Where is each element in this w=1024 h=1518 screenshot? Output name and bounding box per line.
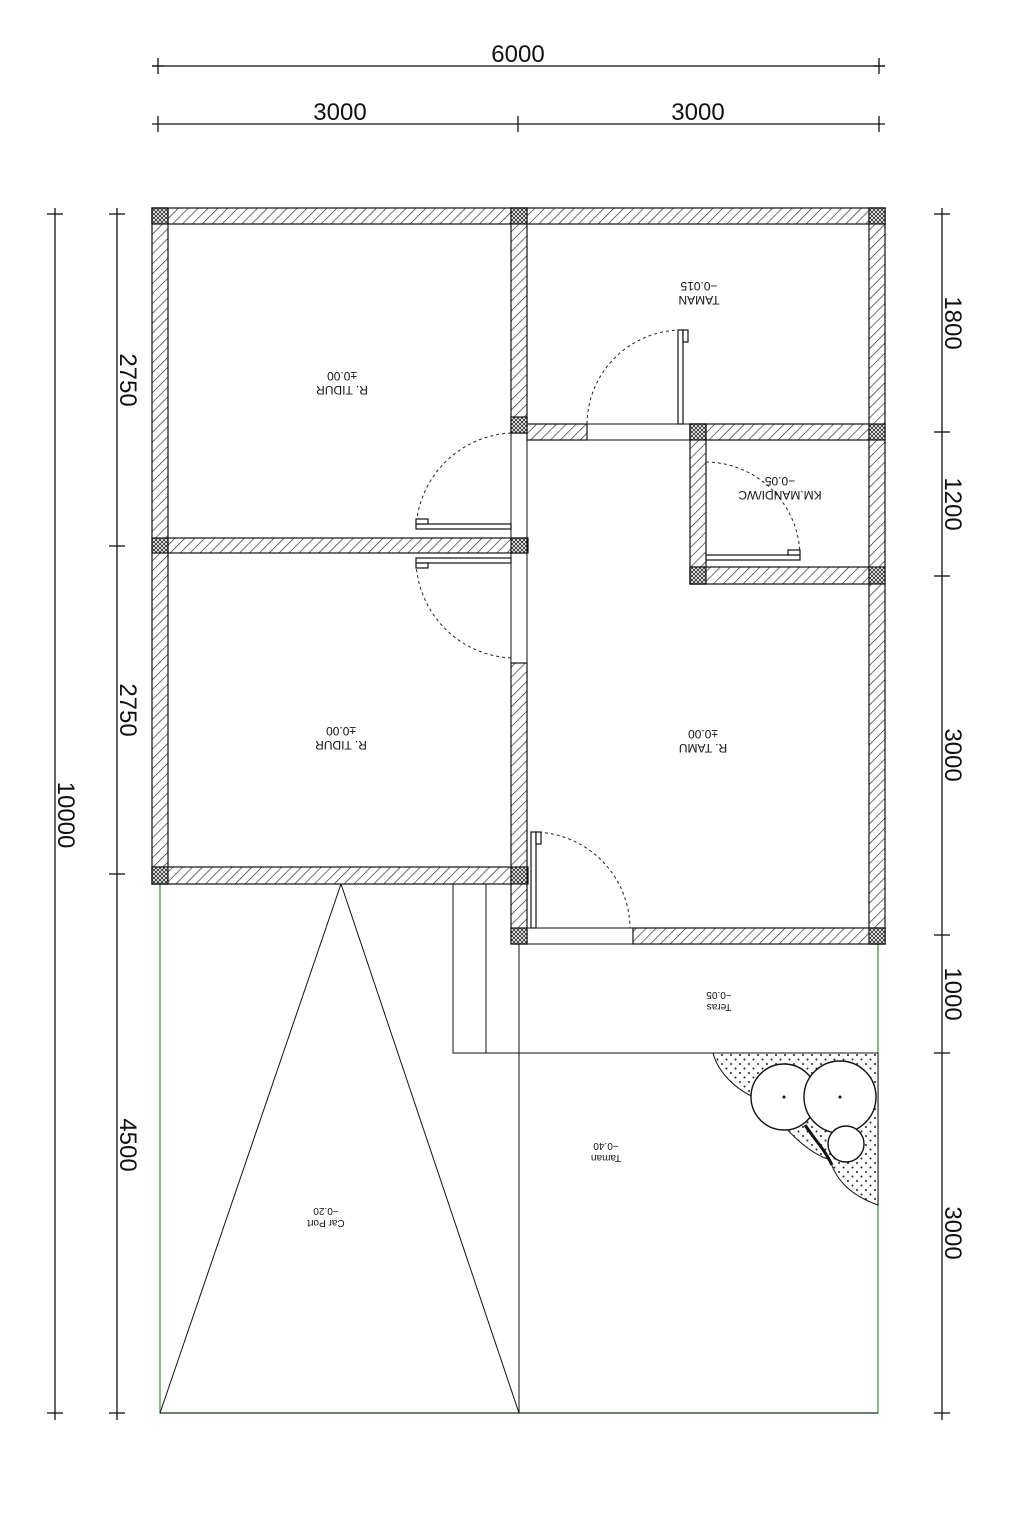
door-main-entrance [530, 831, 631, 929]
left-dimensions: 10000 2750 2750 4500 [47, 208, 141, 1420]
room-label-taman-bottom: Taman −0.40 [591, 1140, 621, 1163]
dim-right-3: 3000 [939, 728, 966, 781]
carport-outline [159, 882, 878, 1414]
room-name: KM.MANDI/WC [738, 488, 822, 502]
shrub-group [712, 1052, 879, 1206]
room-level: −0.20 [313, 1205, 339, 1216]
dim-left-lower: 4500 [114, 1118, 141, 1171]
dim-left-total: 10000 [52, 782, 79, 849]
room-level: −0.40 [593, 1140, 619, 1151]
door-bedroom-top [415, 432, 512, 530]
room-name: Taman [591, 1152, 621, 1163]
room-level: −0.015 [680, 279, 717, 293]
room-name: R. TIDUR [316, 383, 368, 397]
room-level: ±0.00 [688, 727, 718, 741]
dim-right-2: 1200 [939, 477, 966, 530]
room-name: TAMAN [678, 293, 719, 307]
room-name: R. TIDUR [315, 738, 367, 752]
dim-right-4: 1000 [939, 967, 966, 1020]
room-label-bathroom: KM.MANDI/WC −0.05 [738, 474, 822, 502]
door-taman [586, 329, 689, 425]
room-name: R. TAMU [679, 741, 727, 755]
dim-top-total: 6000 [491, 41, 544, 68]
openings [510, 423, 691, 945]
room-label-bedroom-bottom: R. TIDUR ±0.00 [315, 724, 367, 752]
room-label-taman-top: TAMAN −0.015 [678, 279, 719, 307]
door-bathroom [705, 461, 801, 561]
columns [151, 207, 886, 945]
right-dimensions: 1800 1200 3000 1000 3000 [934, 208, 966, 1420]
dim-left-middle: 2750 [114, 683, 141, 736]
room-level: −0.05 [706, 989, 732, 1000]
room-level: ±0.00 [326, 724, 356, 738]
room-label-living: R. TAMU ±0.00 [679, 727, 727, 755]
door-bedroom-bottom [415, 557, 512, 659]
dim-top-right: 3000 [671, 99, 724, 126]
floor-fill [168, 224, 870, 867]
dim-right-1: 1800 [939, 296, 966, 349]
room-level: −0.05 [764, 474, 795, 488]
dim-right-5: 3000 [939, 1206, 966, 1259]
room-name: Car Port [307, 1217, 344, 1228]
room-name: Teras [707, 1001, 731, 1012]
room-label-bedroom-top: R. TIDUR ±0.00 [316, 369, 368, 397]
room-label-carport: Car Port −0.20 [307, 1205, 344, 1228]
shrub-icon [827, 1125, 865, 1163]
room-level: ±0.00 [327, 369, 357, 383]
dim-top-left: 3000 [313, 99, 366, 126]
top-dimensions: 6000 3000 3000 [152, 41, 885, 132]
room-label-teras: Teras −0.05 [706, 989, 732, 1012]
dim-left-upper: 2750 [114, 353, 141, 406]
